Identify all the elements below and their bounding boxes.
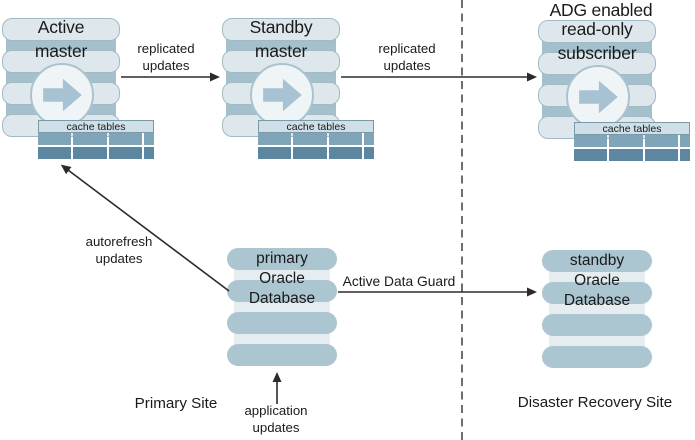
primary-oracle-database-node: primary Oracle Database bbox=[227, 248, 337, 366]
node-title-line3: Database bbox=[248, 290, 316, 307]
node-title-line2: master bbox=[254, 41, 308, 61]
cache-grid-row bbox=[258, 133, 374, 145]
cache-grid-cell bbox=[73, 133, 107, 145]
cache-grid-cell bbox=[258, 133, 292, 145]
node-title: read-only subscriber bbox=[538, 17, 656, 65]
replication-right-arrow-icon bbox=[566, 65, 630, 129]
replication-right-arrow-icon bbox=[250, 63, 314, 127]
label-line: updates bbox=[142, 57, 190, 73]
replication-right-arrow-icon bbox=[30, 63, 94, 127]
node-title-line2: Oracle bbox=[574, 272, 620, 289]
label-line: replicated bbox=[378, 41, 436, 56]
cache-grid-cell bbox=[38, 147, 72, 159]
db-disk bbox=[227, 280, 337, 302]
adg-enabled-heading: ADG enabled bbox=[549, 0, 653, 20]
autorefresh-updates-label: autorefresh updates bbox=[69, 234, 169, 267]
cache-grid-row bbox=[38, 147, 154, 159]
cache-grid-row bbox=[574, 149, 690, 161]
node-title-line3: Database bbox=[563, 292, 631, 309]
standby-master-node: Standby master cache tables bbox=[222, 15, 374, 159]
node-title-line1: Standby bbox=[249, 17, 313, 37]
autorefresh-updates-arrow bbox=[60, 164, 230, 292]
cache-grid-cell bbox=[679, 149, 690, 161]
db-disk bbox=[2, 18, 120, 41]
replicated-updates-label-1: replicated updates bbox=[116, 41, 216, 74]
db-disk bbox=[222, 18, 340, 41]
cylinder-light-bands bbox=[234, 259, 330, 357]
db-disk bbox=[227, 344, 337, 366]
replicated-updates-label-2: replicated updates bbox=[357, 41, 457, 74]
cache-tables-label: cache tables bbox=[38, 120, 154, 133]
cache-tables-grid bbox=[258, 133, 374, 161]
label-line: updates bbox=[95, 250, 143, 266]
cache-grid-cell bbox=[574, 135, 608, 147]
cache-grid-cell bbox=[143, 133, 154, 145]
db-disk bbox=[227, 312, 337, 334]
cache-tables-label: cache tables bbox=[258, 120, 374, 133]
cache-tables-grid bbox=[38, 133, 154, 161]
cache-grid-cell bbox=[328, 133, 362, 145]
node-title-line2: subscriber bbox=[557, 43, 637, 63]
cache-grid-cell bbox=[73, 147, 107, 159]
cache-tables-grid bbox=[574, 135, 690, 163]
cylinder-light-bands bbox=[549, 261, 645, 359]
cache-grid-cell bbox=[363, 133, 374, 145]
node-title-line1: read-only bbox=[561, 19, 633, 39]
application-updates-label: application updates bbox=[226, 403, 326, 436]
adg-readonly-subscriber-node: read-only subscriber cache tables bbox=[538, 17, 690, 161]
cache-grid-cell bbox=[609, 135, 643, 147]
node-title-line1: Active bbox=[37, 17, 85, 37]
label-line: autorefresh bbox=[85, 234, 153, 249]
cache-grid-cell bbox=[609, 149, 643, 161]
standby-oracle-database-node: standby Oracle Database bbox=[542, 250, 652, 368]
node-title: Standby master bbox=[222, 15, 340, 63]
cache-grid-cell bbox=[293, 147, 327, 159]
node-title-line1: primary bbox=[256, 250, 308, 267]
db-disk bbox=[542, 282, 652, 304]
disaster-recovery-site-label: Disaster Recovery Site bbox=[517, 394, 673, 411]
cache-grid-cell bbox=[108, 147, 142, 159]
cache-grid-cell bbox=[644, 149, 678, 161]
node-title-line1: standby bbox=[569, 252, 625, 269]
db-disk bbox=[542, 314, 652, 336]
cache-grid-row bbox=[574, 135, 690, 147]
cache-tables-label: cache tables bbox=[574, 122, 690, 135]
cache-grid-cell bbox=[293, 133, 327, 145]
node-title: primary Oracle Database bbox=[227, 249, 337, 309]
cache-grid-cell bbox=[363, 147, 374, 159]
node-title-line2: master bbox=[34, 41, 88, 61]
label-line: application bbox=[244, 403, 308, 418]
cache-grid-row bbox=[258, 147, 374, 159]
primary-site-label: Primary Site bbox=[134, 395, 218, 412]
node-title-line2: Oracle bbox=[259, 270, 305, 287]
active-master-node: Active master cache tables bbox=[2, 15, 154, 159]
label-line: updates bbox=[383, 57, 431, 73]
cache-grid-cell bbox=[143, 147, 154, 159]
cache-grid-cell bbox=[574, 149, 608, 161]
active-data-guard-label: Active Data Guard bbox=[342, 274, 456, 289]
label-line: updates bbox=[252, 419, 300, 435]
cache-grid-cell bbox=[328, 147, 362, 159]
cache-grid-cell bbox=[644, 135, 678, 147]
db-disk bbox=[538, 20, 656, 43]
label-line: replicated bbox=[137, 41, 195, 56]
cache-grid-cell bbox=[38, 133, 72, 145]
db-disk bbox=[227, 248, 337, 270]
node-title: standby Oracle Database bbox=[542, 251, 652, 311]
cache-grid-cell bbox=[679, 135, 690, 147]
db-disk bbox=[542, 346, 652, 368]
db-disk bbox=[542, 250, 652, 272]
node-title: Active master bbox=[2, 15, 120, 63]
cache-grid-cell bbox=[258, 147, 292, 159]
cache-grid-cell bbox=[108, 133, 142, 145]
cache-grid-row bbox=[38, 133, 154, 145]
